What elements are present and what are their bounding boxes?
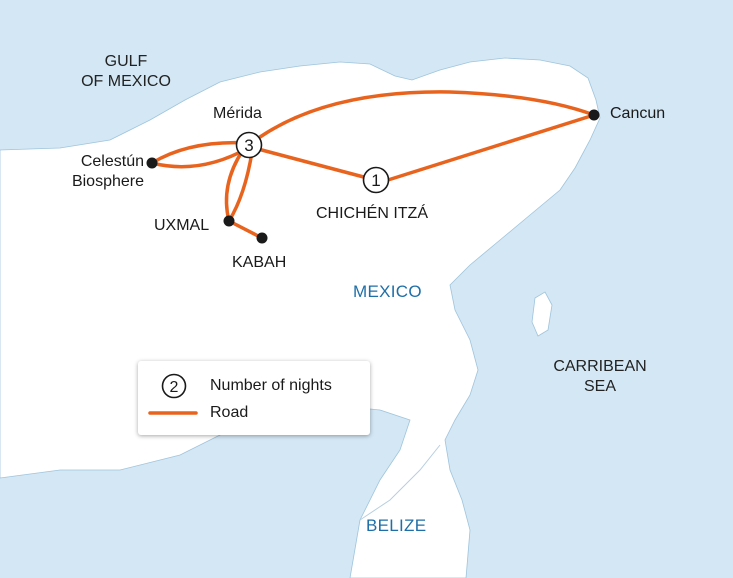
chichen-nights-value: 1 <box>371 171 380 190</box>
legend-nights-symbol: 2 <box>170 379 179 396</box>
mexico-label: MEXICO <box>353 282 422 301</box>
cancun-label: Cancun <box>610 105 666 122</box>
road-merida-cancun-north <box>258 90 596 139</box>
gulf-line2: OF MEXICO <box>81 73 171 90</box>
merida-nights-circle <box>235 131 263 159</box>
road-merida-uxmal-east <box>227 150 254 223</box>
celestun-line1: Celestún <box>80 153 144 170</box>
border-line <box>359 444 441 521</box>
celestun-label: Celestún Biosphere <box>62 152 144 192</box>
road-merida-chichen <box>256 147 377 182</box>
cancun-dot <box>588 109 600 121</box>
chichen-itza-label: CHICHÉN ITZÁ <box>316 205 428 222</box>
merida-nights-value: 3 <box>244 136 253 155</box>
road-chichen-cancun <box>386 113 596 182</box>
uxmal-dot <box>223 215 235 227</box>
chichen-nights-circle <box>362 166 390 194</box>
legend-nights-circle <box>161 373 187 399</box>
gulf-of-mexico-label: GULF OF MEXICO <box>72 52 180 92</box>
carribean-line2: SEA <box>583 378 616 395</box>
road-uxmal-kabah <box>227 219 264 240</box>
merida-label: Mérida <box>213 105 262 122</box>
celestun-dot <box>146 157 158 169</box>
cozumel-island <box>531 291 553 337</box>
kabah-label: KABAH <box>232 254 287 271</box>
carribean-sea-label: CARRIBEAN SEA <box>545 357 655 397</box>
legend-nights-label: Number of nights <box>210 377 332 394</box>
road-merida-uxmal-west <box>224 148 245 223</box>
legend-road-label: Road <box>210 404 249 421</box>
celestun-line2: Biosphere <box>71 173 144 190</box>
belize-label: BELIZE <box>366 516 427 535</box>
carribean-line1: CARRIBEAN <box>553 358 647 375</box>
road-celestun-merida-south <box>150 146 250 169</box>
legend-symbols: 2 <box>148 373 198 415</box>
map-legend: 2 Number of nights Road <box>138 361 370 435</box>
kabah-dot <box>256 232 268 244</box>
gulf-line1: GULF <box>104 53 148 70</box>
yucatan-land <box>0 57 601 578</box>
road-network <box>150 90 596 240</box>
uxmal-label: UXMAL <box>154 217 210 234</box>
